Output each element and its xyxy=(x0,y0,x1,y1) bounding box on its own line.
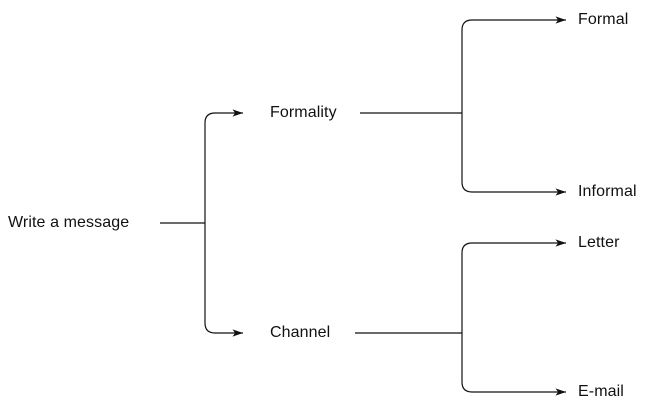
node-leaf-formal: Formal xyxy=(578,11,629,28)
edge-channel-to-email xyxy=(461,333,566,396)
node-root-write-a-message: Write a message xyxy=(8,214,130,231)
node-branch-formality: Formality xyxy=(270,104,337,121)
edge-root-to-channel xyxy=(204,223,243,337)
edge-formality-to-informal xyxy=(461,113,566,196)
node-leaf-email: E-mail xyxy=(578,383,624,400)
edge-formality-to-formal xyxy=(461,16,566,113)
edge-channel-to-letter xyxy=(461,239,566,333)
node-leaf-letter: Letter xyxy=(578,234,620,251)
node-branch-channel: Channel xyxy=(270,324,331,341)
node-leaf-informal: Informal xyxy=(578,183,637,200)
edge-root-to-formality xyxy=(204,109,243,223)
